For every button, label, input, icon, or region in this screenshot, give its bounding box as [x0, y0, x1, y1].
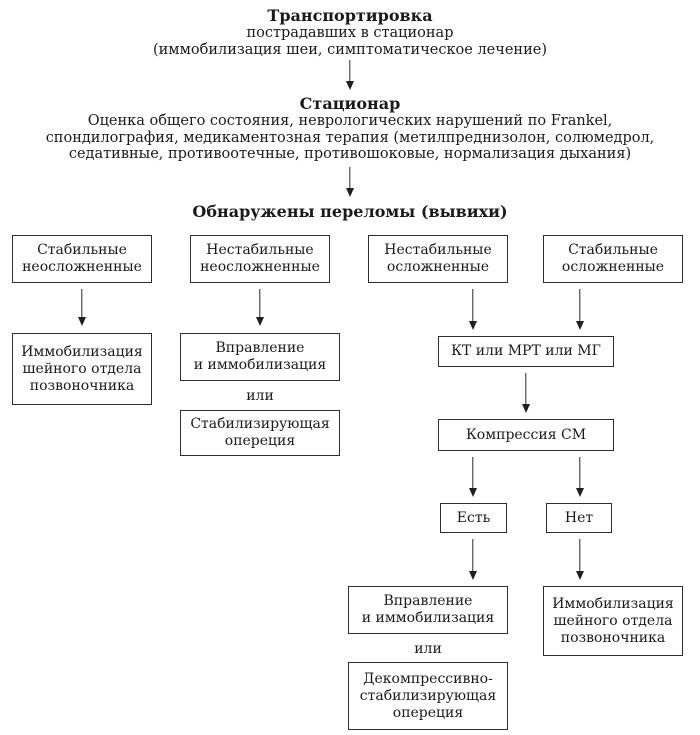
flow-arrow-icon	[468, 539, 478, 580]
node-reduction-immobilization-left: Вправление и иммобилизация	[180, 333, 340, 381]
flow-arrow-icon	[255, 289, 265, 326]
node-immobilization-cervical-right: Иммобилизация шейного отдела позвоночник…	[543, 586, 683, 656]
node-compression-no: Нет	[546, 503, 612, 533]
node-spinal-cord-compression: Компрессия СМ	[438, 419, 614, 451]
arrow-head	[469, 571, 477, 580]
stage-hospital: Стационар Оценка общего состояния, невро…	[0, 95, 700, 163]
arrow-head	[469, 488, 477, 497]
flow-arrow-icon	[521, 373, 531, 413]
flow-arrow-icon	[468, 289, 478, 330]
node-label: Иммобилизация шейного отдела позвоночник…	[552, 595, 674, 646]
stage-transport: Транспортировка пострадавших в стационар…	[0, 7, 700, 58]
arrow-head	[522, 404, 530, 413]
node-label: Стабилизирующая опереция	[190, 416, 330, 449]
arrow-stem	[472, 457, 474, 489]
node-unstable-complicated: Нестабильные осложненные	[368, 235, 508, 283]
flow-arrow-icon	[575, 539, 585, 580]
node-reduction-immobilization-bottom: Вправление и иммобилизация	[348, 586, 508, 634]
flow-arrow-icon	[345, 167, 355, 197]
node-stable-uncomplicated: Стабильные неосложненные	[12, 235, 152, 283]
node-decompressive-stabilizing-surgery: Декомпрессивно- стабилизирующая опереция	[348, 662, 508, 730]
arrow-stem	[579, 289, 581, 322]
arrow-head	[78, 317, 86, 326]
stage-transport-title: Транспортировка	[267, 6, 433, 25]
arrow-head	[576, 571, 584, 580]
stage-fractures-title: Обнаружены переломы (вывихи)	[192, 202, 508, 221]
node-label: Нет	[564, 509, 594, 526]
arrow-head	[576, 488, 584, 497]
arrow-head	[346, 188, 354, 197]
node-label: Есть	[456, 509, 491, 526]
arrow-stem	[472, 289, 474, 322]
flow-arrow-icon	[575, 457, 585, 497]
node-label: КТ или МРТ или МГ	[451, 343, 601, 359]
or-label: или	[246, 388, 274, 404]
stage-hospital-title: Стационар	[299, 94, 401, 113]
arrow-head	[576, 321, 584, 330]
stage-fractures-found: Обнаружены переломы (вывихи)	[0, 203, 700, 221]
flow-arrow-icon	[575, 289, 585, 330]
node-immobilization-cervical-left: Иммобилизация шейного отдела позвоночник…	[12, 333, 152, 405]
node-label: Компрессия СМ	[465, 426, 587, 443]
arrow-stem	[259, 289, 261, 318]
node-unstable-uncomplicated: Нестабильные неосложненные	[190, 235, 330, 283]
node-label: Иммобилизация шейного отдела позвоночник…	[21, 343, 143, 394]
arrow-head	[256, 317, 264, 326]
arrow-stem	[349, 60, 351, 82]
node-stable-complicated: Стабильные осложненные	[543, 235, 683, 283]
node-label: Стабильные неосложненные	[22, 242, 142, 275]
flow-arrow-icon	[77, 289, 87, 326]
node-label: Нестабильные неосложненные	[200, 242, 320, 275]
arrow-stem	[81, 289, 83, 318]
stage-transport-note: (иммобилизация шеи, симптоматическое леч…	[152, 41, 547, 58]
stage-transport-subtitle: пострадавших в стационар	[246, 25, 454, 41]
arrow-stem	[472, 539, 474, 572]
node-label: Вправление и иммобилизация	[193, 340, 327, 373]
node-compression-yes: Есть	[440, 503, 507, 533]
node-ct-mrt-mg: КТ или МРТ или МГ	[438, 336, 614, 367]
arrow-head	[469, 321, 477, 330]
node-label: Стабильные осложненные	[561, 242, 665, 275]
arrow-stem	[525, 373, 527, 405]
or-label: или	[414, 641, 442, 657]
node-stabilizing-surgery: Стабилизирующая опереция	[180, 410, 340, 456]
flow-arrow-icon	[468, 457, 478, 497]
arrow-stem	[579, 457, 581, 489]
node-label: Нестабильные осложненные	[384, 242, 492, 275]
node-label: Декомпрессивно- стабилизирующая опереция	[359, 670, 497, 721]
stage-hospital-body: Оценка общего состояния, неврологических…	[45, 113, 655, 162]
node-label: Вправление и иммобилизация	[361, 593, 495, 626]
arrow-stem	[579, 539, 581, 572]
flow-arrow-icon	[345, 60, 355, 90]
arrow-head	[346, 81, 354, 90]
arrow-stem	[349, 167, 351, 189]
